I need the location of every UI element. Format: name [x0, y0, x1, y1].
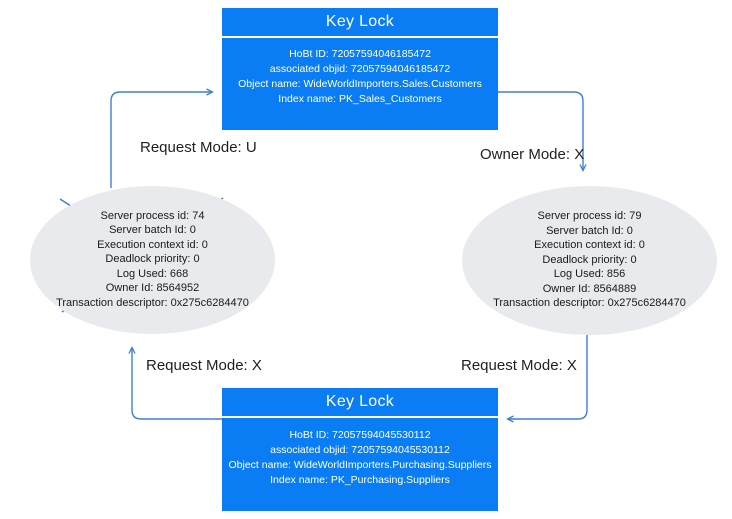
associated-objid: associated objid: 72057594045530112	[270, 443, 450, 456]
server-batch-id: Server batch Id: 0	[546, 224, 633, 237]
server-process-id: Server process id: 79	[537, 210, 642, 223]
hobt-id: HoBt ID: 72057594045530112	[289, 428, 431, 441]
key-lock-node-bottom: Key Lock HoBt ID: 72057594045530112 asso…	[222, 388, 498, 511]
transaction-descriptor: Transaction descriptor: 0x275c6284470	[493, 297, 686, 310]
hobt-id: HoBt ID: 72057594046185472	[289, 48, 431, 60]
key-lock-title: Key Lock	[222, 8, 498, 38]
log-used: Log Used: 668	[116, 267, 189, 280]
edge-label-request-mode-x-left: Request Mode: X	[146, 357, 262, 374]
object-name: Object name: WideWorldImporters.Sales.Cu…	[238, 78, 482, 90]
log-used: Log Used: 856	[553, 268, 626, 281]
server-process-id: Server process id: 74	[100, 209, 205, 222]
index-name: Index name: PK_Sales_Customers	[278, 93, 442, 105]
arrow-request-x-right	[506, 335, 588, 423]
owner-id: Owner Id: 8564889	[542, 282, 637, 295]
server-batch-id: Server batch Id: 0	[109, 224, 196, 237]
transaction-descriptor: Transaction descriptor: 0x275c6284470	[56, 296, 249, 309]
associated-objid: associated objid: 72057594046185472	[269, 63, 451, 75]
object-name: Object name: WideWorldImporters.Purchasi…	[228, 458, 492, 471]
process-node-victim: Server process id: 74 Server batch Id: 0…	[30, 186, 275, 334]
execution-context-id: Execution context id: 0	[97, 238, 208, 251]
key-lock-title: Key Lock	[222, 388, 498, 418]
execution-context-id: Execution context id: 0	[534, 239, 645, 252]
key-lock-details: HoBt ID: 72057594045530112 associated ob…	[222, 418, 498, 511]
owner-id: Owner Id: 8564952	[105, 282, 200, 295]
process-node-survivor: Server process id: 79 Server batch Id: 0…	[462, 186, 717, 335]
deadlock-priority: Deadlock priority: 0	[105, 253, 200, 266]
deadlock-priority: Deadlock priority: 0	[542, 253, 637, 266]
edge-label-owner-mode-x: Owner Mode: X	[480, 146, 585, 163]
edge-label-request-mode-x-right: Request Mode: X	[461, 357, 577, 374]
key-lock-details: HoBt ID: 72057594046185472 associated ob…	[222, 38, 498, 130]
edge-label-request-mode-u: Request Mode: U	[140, 139, 257, 156]
key-lock-node-top: Key Lock HoBt ID: 72057594046185472 asso…	[222, 8, 498, 130]
index-name: Index name: PK_Purchasing.Suppliers	[270, 473, 450, 486]
